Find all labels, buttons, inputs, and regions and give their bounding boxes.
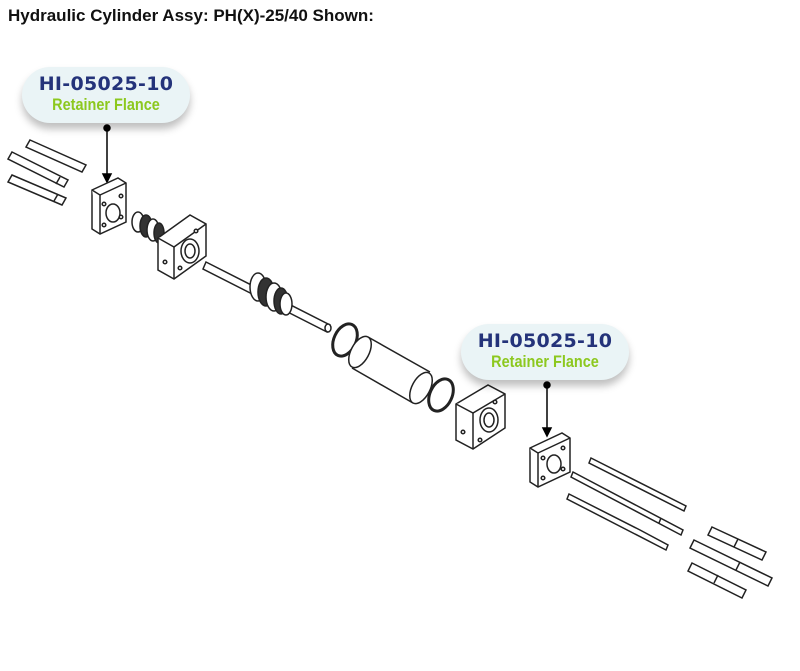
part-description: Retainer Flance (52, 95, 160, 114)
rod-gland (131, 211, 165, 244)
studs-with-nuts (686, 526, 774, 600)
callout-retainer-flange-left: HI-05025-10 Retainer Flance (22, 67, 190, 123)
diagram-title: Hydraulic Cylinder Assy: PH(X)-25/40 Sho… (8, 6, 374, 25)
leader-lines (101, 124, 553, 438)
cylinder-tube (347, 335, 434, 405)
retainer-flange-left (91, 177, 127, 235)
tie-rods-right (566, 456, 687, 552)
part-number: HI-05025-10 (477, 330, 613, 352)
retainer-flange-right (529, 432, 571, 488)
piston (249, 272, 293, 316)
callout-retainer-flange-right: HI-05025-10 Retainer Flance (461, 324, 629, 380)
o-ring-right (427, 377, 455, 413)
part-number: HI-05025-10 (38, 73, 174, 95)
tie-rods-left (6, 139, 88, 206)
cylinder-head (157, 214, 207, 280)
cylinder-cap (455, 384, 506, 450)
part-description: Retainer Flance (491, 352, 599, 371)
